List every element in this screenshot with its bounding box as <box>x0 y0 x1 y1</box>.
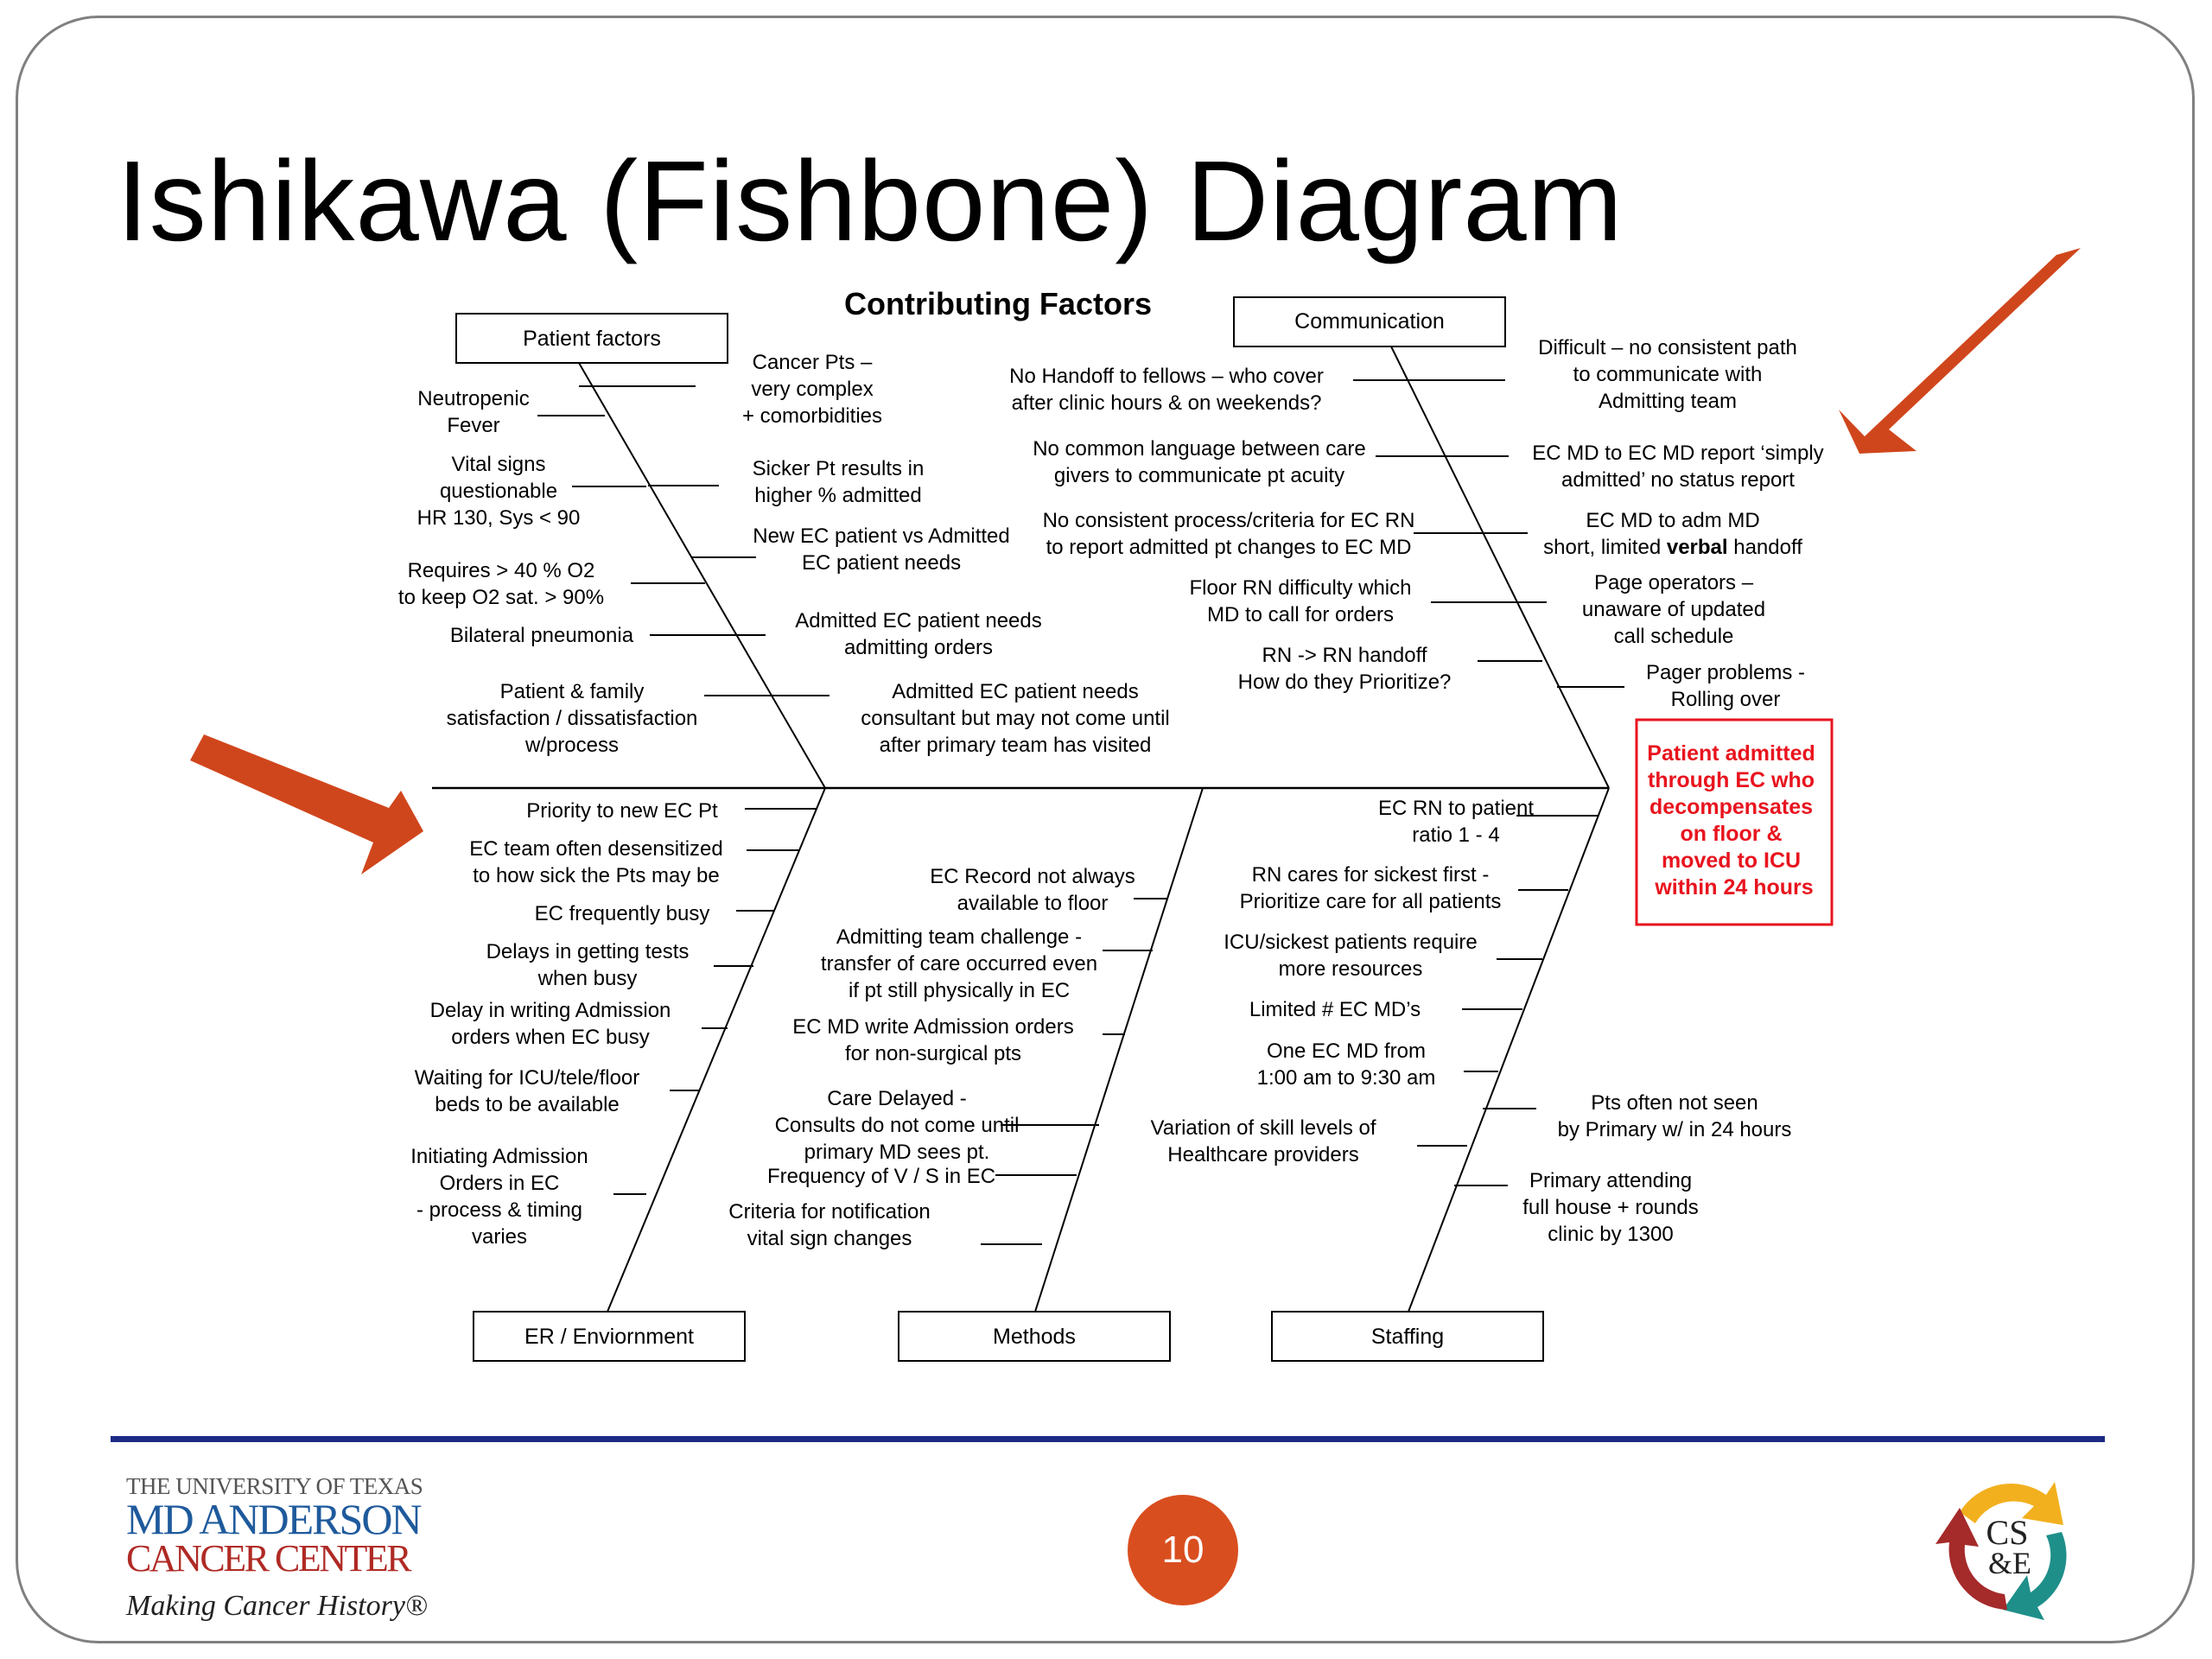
cse-monogram-bottom: &E <box>1988 1546 2031 1580</box>
page-number-badge: 10 <box>1128 1495 1238 1605</box>
category-box-er-environment <box>473 1311 746 1362</box>
cse-logo: CS &E <box>1936 1482 2067 1620</box>
md-anderson-logo: THE UNIVERSITY OF TEXAS MD ANDERSON CANC… <box>126 1473 428 1627</box>
logo-cancer-center-line: CANCER CENTER <box>126 1537 412 1580</box>
category-box-patient-factors <box>455 313 728 364</box>
bone-patient-factors <box>578 362 826 789</box>
cause-pager-problems: Pager problems -Rolling over <box>1646 661 1805 711</box>
footer-rule <box>111 1436 2105 1442</box>
cse-arrow-yellow <box>1960 1482 2063 1525</box>
effect-text: Patient admitted through EC who decompen… <box>1647 741 1821 899</box>
bone-communication <box>1390 346 1610 789</box>
category-staffing: Staffing <box>1371 1325 1444 1349</box>
category-communication: Communication <box>1294 309 1445 334</box>
category-er-environment: ER / Enviornment <box>524 1325 694 1349</box>
cause-care-delayed: Care Delayed -Consults do not come until… <box>775 1087 1020 1164</box>
slide-title: Ishikawa (Fishbone) Diagram <box>117 137 1624 264</box>
arrow-left <box>190 734 423 874</box>
er-environment-causes: Priority to new EC Pt EC team often dese… <box>410 799 817 1249</box>
cause-priority-new-ec-pt: Priority to new EC Pt <box>526 799 718 823</box>
category-box-staffing <box>1271 1311 1544 1362</box>
category-box-communication <box>1233 296 1506 347</box>
bone-staffing <box>1408 787 1610 1313</box>
category-patient-factors: Patient factors <box>523 327 661 351</box>
arrow-top-right <box>1839 248 2081 454</box>
cause-frequency-vs: Frequency of V / S in EC <box>767 1165 995 1188</box>
cause-rn-cares-sickest: RN cares for sickest first -Prioritize c… <box>1240 863 1502 913</box>
category-methods: Methods <box>993 1325 1076 1349</box>
cause-no-consistent-process: No consistent process/criteria for EC RN… <box>1043 509 1415 559</box>
cause-bilateral-pneumonia: Bilateral pneumonia <box>450 624 634 647</box>
logo-md-anderson-line: MD ANDERSON <box>126 1495 423 1543</box>
cse-monogram-top: CS <box>1986 1513 2029 1552</box>
bone-er-environment <box>607 787 826 1313</box>
cause-admitting-team-challenge: Admitting team challenge -transfer of ca… <box>821 925 1097 1002</box>
cause-cancer-pts-complex: Cancer Pts –very complex+ comorbidities <box>742 351 882 428</box>
category-box-methods <box>898 1311 1171 1362</box>
bone-methods <box>1034 787 1204 1313</box>
logo-tagline: Making Cancer History® <box>126 1590 428 1622</box>
cause-ec-frequently-busy: EC frequently busy <box>535 902 710 925</box>
logo-university-line: THE UNIVERSITY OF TEXAS <box>126 1473 423 1499</box>
cause-limited-ec-mds: Limited # EC MD’s <box>1249 998 1421 1021</box>
cse-arrow-teal <box>2003 1532 2067 1620</box>
effect-box <box>1635 718 1834 926</box>
cse-arrow-red <box>1936 1508 2007 1610</box>
diagram-subtitle: Contributing Factors <box>844 286 1152 321</box>
